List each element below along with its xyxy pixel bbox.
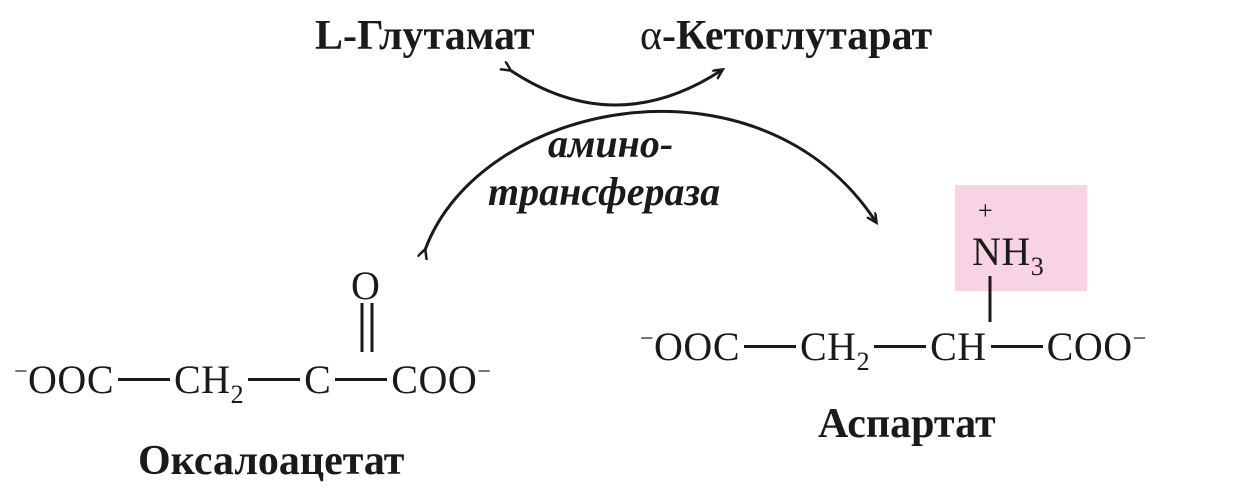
aspartate-label: Аспартат (818, 401, 996, 447)
oxaloacetate-minus-left: − (14, 359, 29, 385)
aspartate-nh: NH (972, 229, 1031, 274)
aspartate-ch: CH (930, 324, 987, 369)
bond (118, 378, 170, 382)
oxaloacetate-label: Оксалоацетат (138, 438, 405, 484)
glutamate-label: L-Глутамат (315, 13, 535, 59)
oxaloacetate-ooc: OOC (28, 357, 114, 402)
aspartate-plus-charge: + (978, 196, 994, 225)
oxaloacetate-aspartate-arrow (425, 110, 876, 250)
bond (744, 345, 796, 349)
ketoglutarate-text: -Кетоглутарат (662, 13, 933, 59)
bond (248, 378, 301, 382)
aspartate-coo: COO (1046, 324, 1133, 369)
bond (874, 345, 927, 349)
aspartate-ch2: CH (800, 324, 857, 369)
oxaloacetate-carbonyl-oxygen: O (351, 263, 381, 308)
aspartate-amino-group: NH3 (972, 228, 1044, 281)
aspartate-minus-right: − (1132, 326, 1147, 352)
oxaloacetate-ch2-subscript: 2 (230, 380, 245, 409)
aspartate-ch2-subscript: 2 (856, 347, 871, 376)
glutamate-ketoglutarate-arrow (510, 70, 722, 107)
aspartate-nh3-subscript: 3 (1030, 252, 1045, 281)
oxaloacetate-ch2: CH (174, 357, 231, 402)
amino-group-highlight (955, 185, 1087, 291)
oxaloacetate-coo: COO (391, 357, 478, 402)
ketoglutarate-label: α-Кетоглутарат (640, 12, 932, 60)
oxaloacetate-c: C (304, 357, 332, 402)
bond (335, 378, 388, 382)
aspartate-minus-left: − (640, 326, 655, 352)
oxaloacetate-minus-right: − (477, 359, 492, 385)
enzyme-line-2: трансфераза (488, 169, 721, 214)
bond (990, 345, 1043, 349)
aspartate-ooc: OOC (654, 324, 740, 369)
alpha-symbol: α (640, 13, 663, 59)
enzyme-line-1: амино- (548, 121, 674, 166)
